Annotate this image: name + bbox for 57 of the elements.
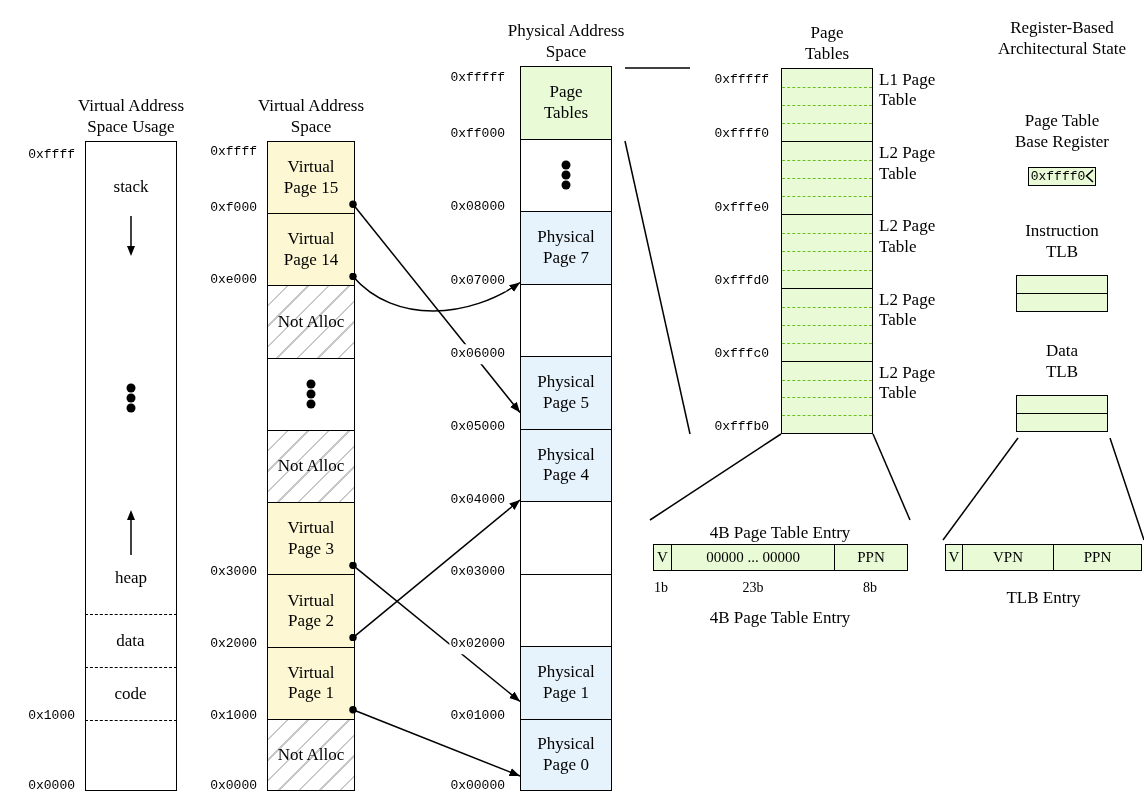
bit-field: PPN — [835, 544, 908, 571]
tlb-heading: Instruction TLB — [1024, 220, 1100, 263]
connector-line — [872, 433, 911, 521]
unallocated-region: Not Alloc — [267, 429, 355, 503]
column-heading: Virtual Address Space Usage — [76, 94, 186, 137]
bit-field: VPN — [963, 544, 1054, 571]
arrow — [349, 272, 521, 312]
entry-caption: TLB Entry — [1005, 586, 1082, 609]
memory-segment: code — [84, 667, 177, 721]
table-label: L2 Page Table — [879, 289, 937, 331]
unallocated-region: Not Alloc — [267, 718, 355, 791]
register-heading: Page Table Base Register — [1014, 110, 1110, 153]
column-heading: Virtual Address Space — [256, 94, 366, 137]
column-heading: Register-Based Architectural State — [997, 16, 1127, 60]
empty-region — [520, 283, 612, 356]
physical-page: Physical Page 0 — [520, 718, 612, 791]
table-label: L2 Page Table — [879, 143, 937, 184]
arrow — [349, 706, 521, 777]
arrow — [349, 200, 521, 414]
physical-page: Physical Page 5 — [520, 356, 612, 429]
column-heading: Physical Address Space — [506, 19, 626, 62]
segment-label: heap — [114, 567, 148, 590]
unallocated-region: Not Alloc — [267, 285, 355, 358]
bit-width-label: 23b — [742, 578, 764, 597]
physical-page: Physical Page 7 — [520, 211, 612, 284]
address-label: 0x06000 — [449, 344, 506, 364]
arrow — [349, 561, 521, 703]
physical-page: Physical Page 4 — [520, 428, 612, 501]
bit-field: 00000 ... 00000 — [672, 544, 835, 571]
tlb-heading: Data TLB — [1044, 340, 1080, 383]
physical-page: Physical Page 1 — [520, 646, 612, 719]
virtual-page: Virtual Page 1 — [267, 646, 355, 719]
virtual-page: Virtual Page 3 — [267, 502, 355, 575]
virtual-page: Virtual Page 2 — [267, 574, 355, 647]
memory-region — [267, 357, 355, 430]
virtual-page: Virtual Page 14 — [267, 213, 355, 286]
table-label: L2 Page Table — [879, 362, 937, 404]
empty-region — [520, 573, 612, 646]
entry-heading: 4B Page Table Entry — [708, 522, 852, 544]
page-table-region: Page Tables — [520, 66, 612, 139]
bit-width-label: 8b — [863, 578, 877, 597]
segment-label: stack — [113, 176, 149, 199]
bit-field: V — [653, 544, 672, 571]
arrow — [349, 499, 521, 642]
bit-width-label: 1b — [654, 578, 668, 597]
memory-region — [520, 138, 612, 211]
memory-segment: data — [84, 613, 177, 668]
table-label: L1 Page Table — [879, 70, 937, 111]
bit-field: V — [945, 544, 963, 571]
register-value: 0xffff0 — [1030, 169, 1086, 183]
empty-region — [520, 501, 612, 574]
virtual-page: Virtual Page 15 — [267, 141, 355, 214]
connector-line — [942, 437, 1019, 541]
table-label: L2 Page Table — [879, 216, 937, 258]
column-heading: Page Tables — [803, 21, 851, 64]
entry-caption: 4B Page Table Entry — [708, 606, 852, 629]
bit-field: PPN — [1054, 544, 1142, 571]
